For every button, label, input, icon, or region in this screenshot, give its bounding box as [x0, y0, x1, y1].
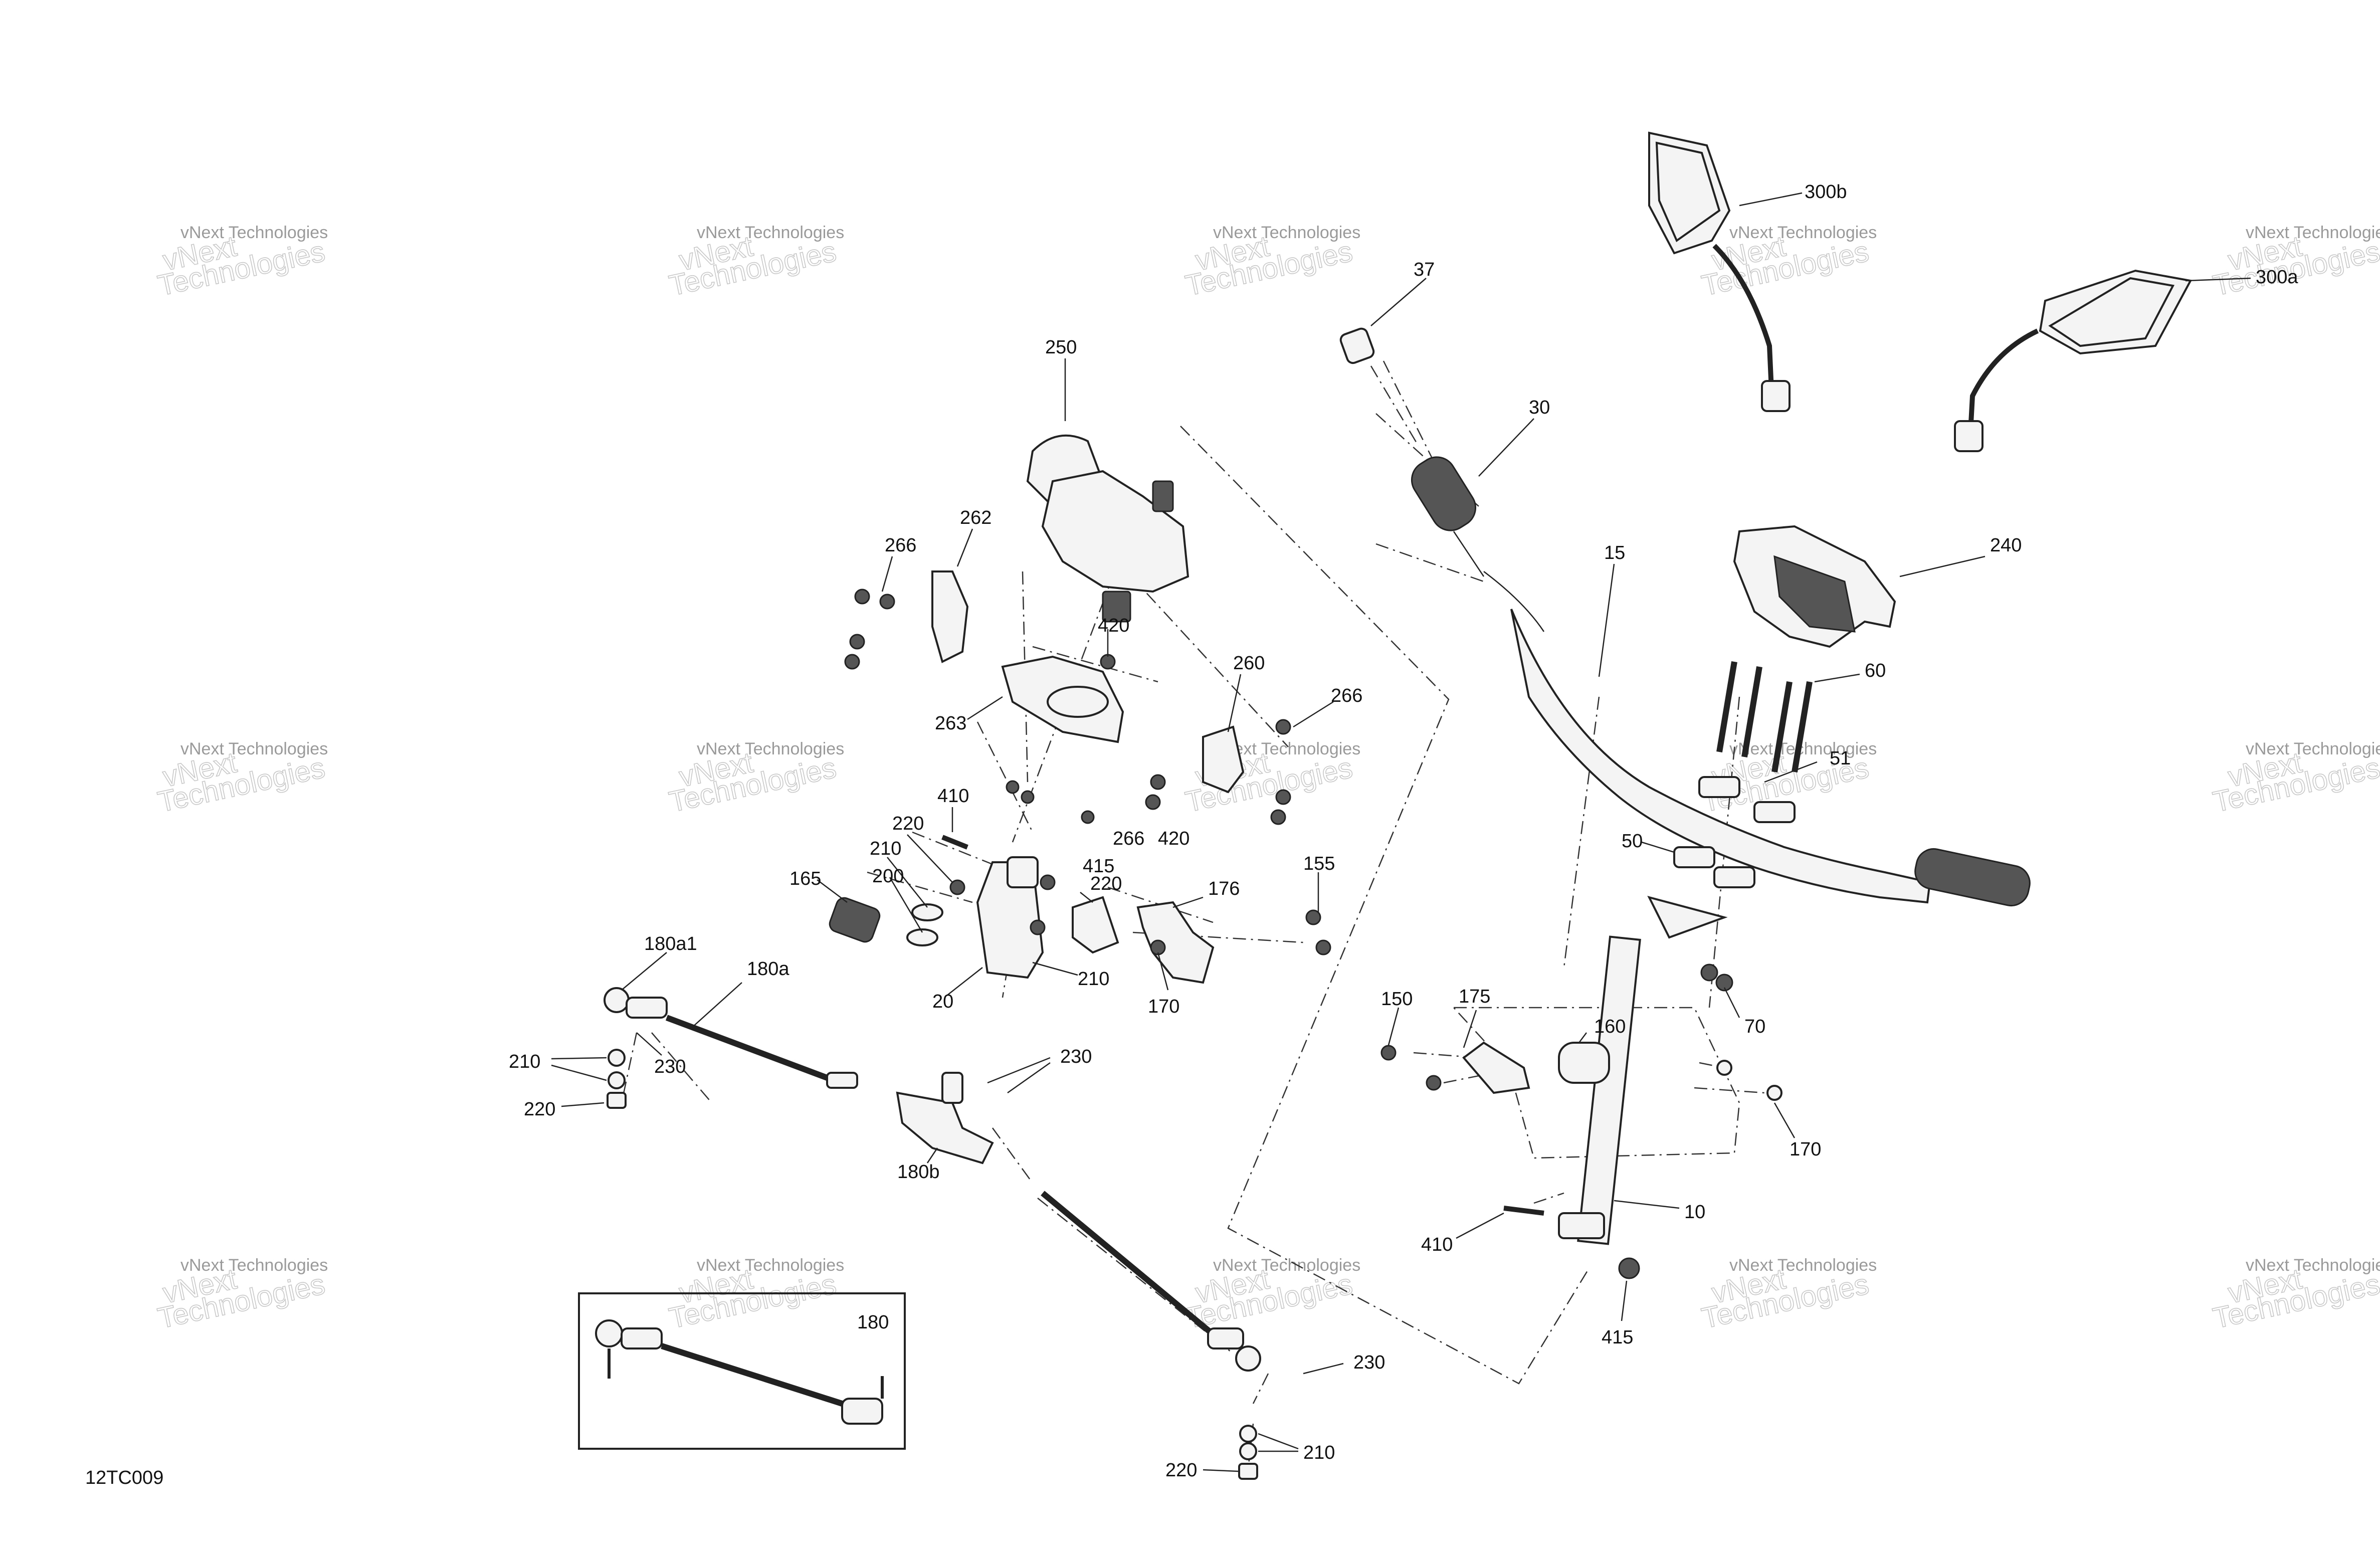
svg-text:vNext Technologies: vNext Technologies — [2246, 739, 2380, 758]
callout-165: 165 — [789, 868, 821, 889]
callout-50: 50 — [1622, 831, 1643, 852]
svg-text:vNext Technologies: vNext Technologies — [697, 223, 844, 242]
watermark: vNext Technologies vNext Technologies — [2210, 1256, 2380, 1335]
callout-220: 220 — [1090, 873, 1122, 894]
callout-155: 155 — [1303, 853, 1335, 874]
callout-200: 200 — [872, 866, 904, 887]
callout-415: 415 — [1602, 1327, 1633, 1348]
callout-160: 160 — [1594, 1016, 1626, 1037]
bolts-60 — [1716, 661, 1813, 773]
mirror-right-300a — [1954, 269, 2193, 452]
watermark: vNext Technologies vNext Technologies — [2210, 223, 2380, 303]
callout-210: 210 — [1303, 1442, 1335, 1463]
callout-300b: 300b — [1805, 181, 1847, 203]
callout-176: 176 — [1208, 878, 1240, 899]
callout-37: 37 — [1414, 259, 1435, 280]
svg-text:vNext Technologies: vNext Technologies — [1213, 223, 1360, 242]
callout-250: 250 — [1045, 337, 1077, 358]
watermark: vNext Technologies vNext Technologies — [666, 223, 844, 303]
steering-column — [1558, 895, 1728, 1279]
callout-210: 210 — [1078, 969, 1109, 990]
callout-262: 262 — [960, 507, 991, 528]
callout-210: 210 — [870, 838, 901, 859]
end-plug — [1339, 327, 1420, 447]
callout-230: 230 — [1353, 1352, 1385, 1373]
watermark: vNext Technologies vNext Technologies — [154, 1256, 328, 1335]
callout-415: 415 — [1083, 856, 1114, 877]
callout-170: 170 — [1148, 996, 1179, 1017]
svg-text:vNext Technologies: vNext Technologies — [180, 1256, 328, 1275]
callout-263: 263 — [935, 713, 966, 734]
callout-260: 260 — [1233, 653, 1265, 674]
svg-text:vNext Technologies: vNext Technologies — [1729, 1256, 1877, 1275]
tie-rods — [604, 987, 1261, 1480]
power-steering-unit — [844, 434, 1291, 825]
mirror-left-300b — [1648, 131, 1791, 412]
callout-230: 230 — [1060, 1046, 1092, 1067]
callout-180b: 180b — [897, 1162, 940, 1183]
svg-text:vNext Technologies: vNext Technologies — [1729, 223, 1877, 242]
svg-text:vNext Technologies: vNext Technologies — [180, 739, 328, 758]
watermark: vNext Technologies vNext Technologies — [1182, 1256, 1360, 1335]
callout-leaders — [551, 192, 2251, 1472]
svg-text:vNext Technologies: vNext Technologies — [1213, 1256, 1360, 1275]
callout-175: 175 — [1459, 986, 1490, 1007]
handlebar — [1510, 609, 1931, 904]
svg-text:vNext Technologies: vNext Technologies — [697, 1256, 844, 1275]
callout-170: 170 — [1790, 1139, 1821, 1160]
svg-text:vNext Technologies: vNext Technologies — [2246, 223, 2380, 242]
svg-text:vNext Technologies: vNext Technologies — [697, 739, 844, 758]
svg-text:vNext Technologies: vNext Technologies — [1729, 739, 1877, 758]
callout-240: 240 — [1990, 535, 2022, 556]
callout-300a: 300a — [2256, 267, 2298, 288]
watermark: vNext Technologies vNext Technologies — [2210, 739, 2380, 819]
callout-60: 60 — [1865, 660, 1886, 681]
callout-220: 220 — [892, 813, 924, 834]
callout-20: 20 — [932, 991, 953, 1012]
svg-text:vNext Technologies: vNext Technologies — [2246, 1256, 2380, 1275]
callout-266: 266 — [885, 535, 916, 556]
callout-180a: 180a — [747, 958, 789, 980]
callout-51: 51 — [1830, 748, 1851, 769]
watermark: vNext Technologies vNext Technologies — [666, 1256, 844, 1335]
fasteners-upper — [844, 589, 1291, 825]
svg-text:vNext Technologies: vNext Technologies — [180, 223, 328, 242]
callout-150: 150 — [1381, 989, 1413, 1010]
callout-70: 70 — [1744, 1016, 1765, 1037]
watermark: vNext Technologies vNext Technologies — [154, 223, 328, 303]
watermark: vNext Technologies vNext Technologies — [1698, 223, 1877, 303]
callout-labels: 37 300b 300a 250 30 262 266 15 240 420 2… — [509, 181, 2298, 1481]
callout-266: 266 — [1331, 685, 1362, 706]
figure-code: 12TC009 — [85, 1467, 163, 1488]
steering-zone-outline — [1180, 426, 1590, 1385]
watermark: vNext Technologies vNext Technologies — [154, 739, 328, 819]
callout-220: 220 — [524, 1099, 555, 1120]
callout-220: 220 — [1165, 1460, 1197, 1481]
left-grip — [1411, 456, 1485, 577]
callout-10: 10 — [1684, 1202, 1705, 1223]
callout-410: 410 — [1421, 1234, 1453, 1255]
callout-15: 15 — [1604, 542, 1625, 563]
callout-420: 420 — [1158, 828, 1189, 849]
inset-tie-rod-180 — [578, 1292, 906, 1450]
callout-180a1: 180a1 — [644, 933, 697, 954]
watermark: vNext Technologies vNext Technologies — [1182, 223, 1360, 303]
callout-410: 410 — [937, 786, 969, 807]
callout-30: 30 — [1529, 397, 1550, 418]
handlebar-assembly — [1339, 327, 2031, 1279]
callout-180: 180 — [857, 1312, 889, 1333]
callout-210: 210 — [509, 1051, 540, 1072]
watermarks: vNext Technologies vNext Technologies vN… — [154, 223, 2380, 1335]
callout-230: 230 — [654, 1056, 686, 1077]
callout-420: 420 — [1098, 615, 1129, 636]
callout-266: 266 — [1113, 828, 1144, 849]
watermark: vNext Technologies vNext Technologies — [1698, 1256, 1877, 1335]
rubber-160 — [1558, 1042, 1610, 1084]
shaft-bearing-group — [829, 835, 1331, 984]
watermark: vNext Technologies vNext Technologies — [666, 739, 844, 819]
bracket-175 — [1462, 1041, 1530, 1094]
